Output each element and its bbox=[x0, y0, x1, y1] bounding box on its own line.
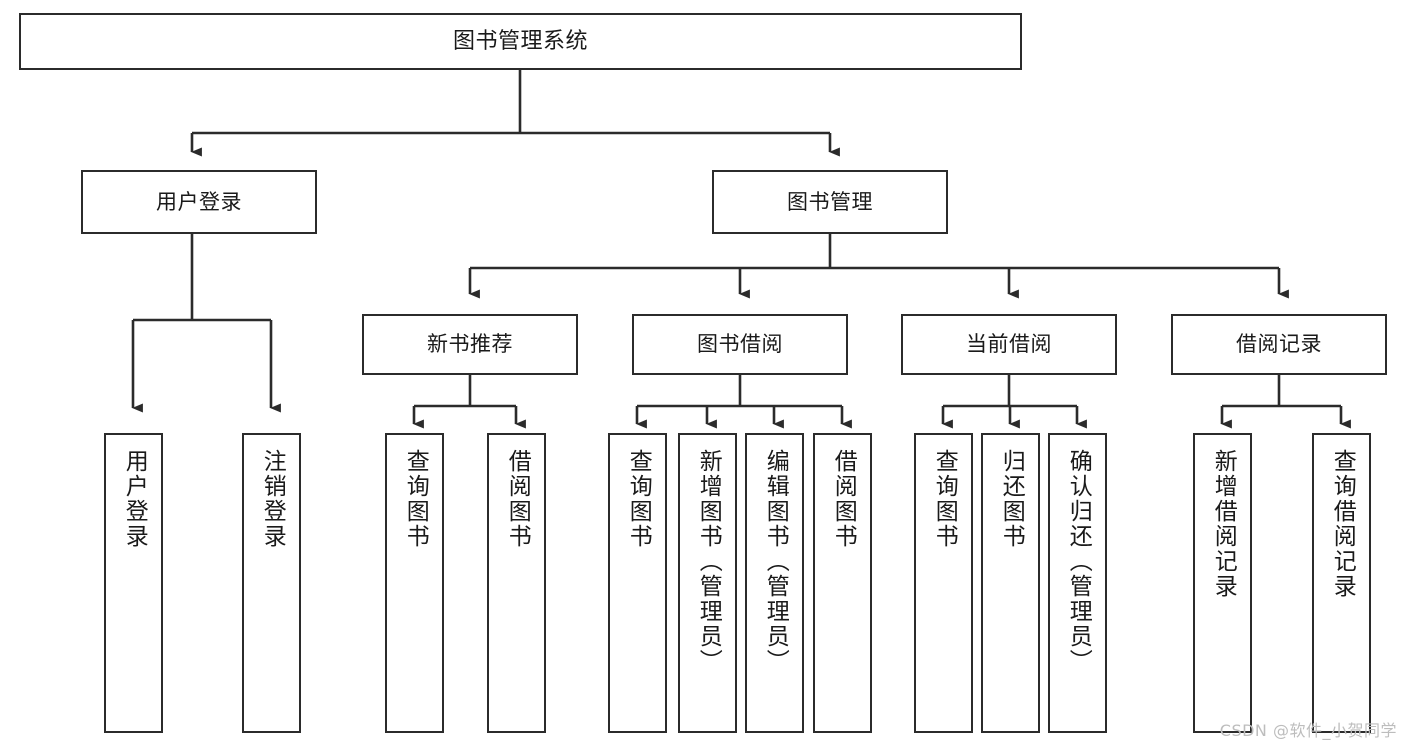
node-label: 查询图书 bbox=[931, 449, 958, 549]
node-label: 用户登录 bbox=[121, 449, 148, 549]
node-label: 查询图书 bbox=[625, 449, 652, 549]
leaf-return-book[interactable]: 归还图书 bbox=[981, 433, 1040, 733]
node-label: 借阅图书 bbox=[504, 449, 531, 549]
node-current-borrow[interactable]: 当前借阅 bbox=[901, 314, 1117, 375]
csdn-watermark: CSDN @软件_小贺同学 bbox=[1219, 721, 1397, 740]
node-label: 新书推荐 bbox=[427, 332, 513, 357]
node-label: 图书借阅 bbox=[697, 332, 783, 357]
leaf-confirm-return[interactable]: 确认归还（管理员） bbox=[1048, 433, 1107, 733]
node-label: 查询图书 bbox=[402, 449, 429, 549]
node-book-borrow[interactable]: 图书借阅 bbox=[632, 314, 848, 375]
node-label: 新增图书（管理员） bbox=[695, 449, 722, 674]
node-new-book-recommend[interactable]: 新书推荐 bbox=[362, 314, 578, 375]
leaf-logout-login[interactable]: 注销登录 bbox=[242, 433, 301, 733]
node-label: 归还图书 bbox=[998, 449, 1025, 549]
leaf-borrow-book-1[interactable]: 借阅图书 bbox=[487, 433, 546, 733]
node-user-login[interactable]: 用户登录 bbox=[81, 170, 317, 234]
leaf-user-login[interactable]: 用户登录 bbox=[104, 433, 163, 733]
node-label: 新增借阅记录 bbox=[1210, 449, 1237, 599]
node-borrow-record[interactable]: 借阅记录 bbox=[1171, 314, 1387, 375]
node-book-management[interactable]: 图书管理 bbox=[712, 170, 948, 234]
node-label: 用户登录 bbox=[156, 189, 242, 214]
node-label: 编辑图书（管理员） bbox=[762, 449, 789, 674]
leaf-borrow-book-2[interactable]: 借阅图书 bbox=[813, 433, 872, 733]
node-label: 确认归还（管理员） bbox=[1065, 449, 1092, 674]
node-label: 查询借阅记录 bbox=[1329, 449, 1356, 599]
leaf-query-book-1[interactable]: 查询图书 bbox=[385, 433, 444, 733]
node-label: 借阅记录 bbox=[1236, 332, 1322, 357]
leaf-query-book-3[interactable]: 查询图书 bbox=[914, 433, 973, 733]
node-label: 图书管理系统 bbox=[452, 28, 588, 54]
node-label: 借阅图书 bbox=[830, 449, 857, 549]
node-label: 当前借阅 bbox=[966, 332, 1052, 357]
node-label: 注销登录 bbox=[259, 449, 286, 549]
leaf-edit-book[interactable]: 编辑图书（管理员） bbox=[745, 433, 804, 733]
node-root-system[interactable]: 图书管理系统 bbox=[19, 13, 1022, 70]
leaf-add-record[interactable]: 新增借阅记录 bbox=[1193, 433, 1252, 733]
leaf-query-book-2[interactable]: 查询图书 bbox=[608, 433, 667, 733]
node-label: 图书管理 bbox=[787, 189, 873, 214]
leaf-query-record[interactable]: 查询借阅记录 bbox=[1312, 433, 1371, 733]
leaf-add-book[interactable]: 新增图书（管理员） bbox=[678, 433, 737, 733]
